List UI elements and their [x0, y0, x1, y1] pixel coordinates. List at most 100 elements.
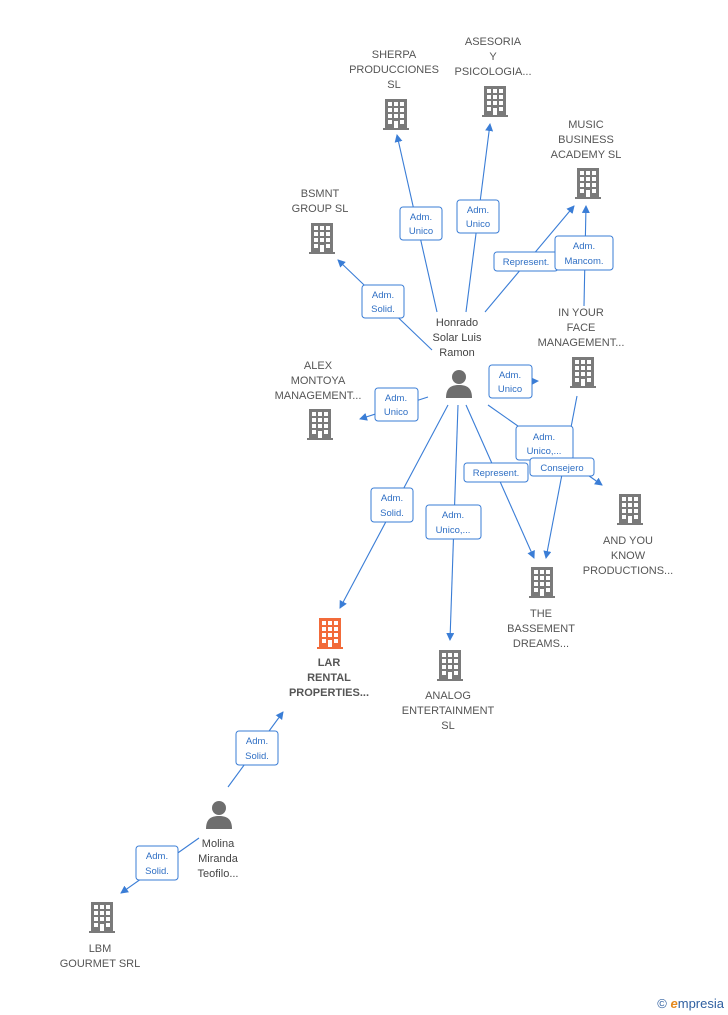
person-nodes: Honrado Solar Luis Ramon Molina Miranda …: [198, 317, 482, 880]
edge-label-text: Adm.: [385, 393, 407, 404]
copyright-symbol: ©: [657, 996, 667, 1011]
edge-label-text: Unico: [466, 219, 490, 230]
edge-label-music-mancom[interactable]: Adm. Mancom.: [554, 235, 614, 271]
company-node-inyourface[interactable]: IN YOUR FACE MANAGEMENT...: [538, 307, 625, 388]
edge-label-text: Adm.: [372, 290, 394, 301]
building-icon: [89, 902, 115, 933]
edge-line-consejero: [543, 395, 578, 559]
person-label: Molina: [202, 838, 235, 850]
building-icon: [317, 618, 343, 649]
edge-label-text: Adm.: [573, 241, 595, 252]
edge-label-text: Solid.: [371, 304, 395, 315]
person-label: Miranda: [198, 853, 239, 865]
edge-label-text: Adm.: [533, 432, 555, 443]
company-label: RENTAL: [307, 672, 351, 684]
company-node-sherpa[interactable]: SHERPA PRODUCCIONES SL: [349, 49, 439, 130]
company-label: THE: [530, 608, 552, 620]
company-label: ACADEMY SL: [551, 149, 622, 161]
edge-label-text: Unico: [384, 407, 408, 418]
edge-label-sherpa[interactable]: Adm. Unico: [399, 206, 443, 241]
edge-label-text: Consejero: [540, 463, 583, 474]
company-label: PRODUCCIONES: [349, 64, 439, 76]
edge-label-consejero[interactable]: Consejero: [529, 457, 595, 477]
building-icon: [309, 223, 335, 254]
company-node-asesoria[interactable]: ASESORIA Y PSICOLOGIA...: [454, 36, 532, 117]
company-label: Y: [489, 51, 497, 63]
person-icon: [446, 370, 472, 398]
company-label: GROUP SL: [292, 203, 349, 215]
company-label: PRODUCTIONS...: [583, 565, 673, 577]
company-label: BUSINESS: [558, 134, 614, 146]
company-node-music[interactable]: MUSIC BUSINESS ACADEMY SL: [551, 119, 622, 199]
company-label: SL: [441, 720, 454, 732]
company-node-lar[interactable]: LAR RENTAL PROPERTIES...: [289, 618, 369, 699]
company-label: LBM: [89, 943, 112, 955]
company-label: ENTERTAINMENT: [402, 705, 495, 717]
person-node-honrado[interactable]: Honrado Solar Luis Ramon: [433, 317, 482, 398]
company-label: AND YOU: [603, 535, 653, 547]
company-label: SHERPA: [372, 49, 417, 61]
building-icon: [617, 494, 643, 525]
building-icon: [575, 168, 601, 199]
edge-label-text: Solid.: [145, 866, 169, 877]
person-icon: [206, 801, 232, 829]
company-label: MONTOYA: [291, 375, 346, 387]
company-node-bsmnt[interactable]: BSMNT GROUP SL: [292, 188, 349, 254]
person-node-molina[interactable]: Molina Miranda Teofilo...: [198, 801, 239, 880]
building-icon: [307, 409, 333, 440]
company-node-lbm[interactable]: LBM GOURMET SRL: [60, 902, 140, 970]
edge-labels: Adm. Unico Adm. Unico Adm. Solid. Repres…: [135, 199, 614, 881]
company-node-bassement[interactable]: THE BASSEMENT DREAMS...: [507, 567, 575, 650]
edge-label-lar[interactable]: Adm. Solid.: [370, 487, 414, 523]
company-label: ALEX: [304, 360, 333, 372]
company-label: MANAGEMENT...: [538, 337, 625, 349]
logo-name: mpresia: [677, 996, 724, 1011]
edge-label-text: Adm.: [381, 493, 403, 504]
edge-label-text: Adm.: [410, 212, 432, 223]
edge-label-andyouknow[interactable]: Adm. Unico,...: [515, 425, 574, 461]
company-label: BSMNT: [301, 188, 340, 200]
company-label: IN YOUR: [558, 307, 604, 319]
building-icon: [570, 357, 596, 388]
building-icon: [482, 86, 508, 117]
edge-label-inyourface[interactable]: Adm. Unico: [488, 364, 533, 399]
company-label: DREAMS...: [513, 638, 569, 650]
company-label: MUSIC: [568, 119, 604, 131]
company-nodes: SHERPA PRODUCCIONES SL ASESORIA Y PSICOL…: [60, 36, 673, 970]
edge-label-alex[interactable]: Adm. Unico: [374, 387, 419, 422]
person-label: Ramon: [439, 347, 474, 359]
company-node-alex[interactable]: ALEX MONTOYA MANAGEMENT...: [275, 360, 362, 440]
edge-label-molina-lar[interactable]: Adm. Solid.: [235, 730, 279, 766]
company-label: SL: [387, 79, 400, 91]
edge-label-text: Adm.: [246, 736, 268, 747]
edge-label-bsmnt[interactable]: Adm. Solid.: [361, 284, 405, 319]
company-node-andyouknow[interactable]: AND YOU KNOW PRODUCTIONS...: [583, 494, 673, 577]
edge-label-molina-lbm[interactable]: Adm. Solid.: [135, 845, 179, 881]
edge-label-asesoria[interactable]: Adm. Unico: [456, 199, 500, 234]
company-label: LAR: [318, 657, 341, 669]
company-label: ANALOG: [425, 690, 471, 702]
edge-label-text: Unico: [498, 384, 522, 395]
empresia-logo[interactable]: © empresia: [657, 996, 724, 1011]
logo-e: e: [670, 996, 678, 1011]
building-icon: [383, 99, 409, 130]
edge-label-music-rep[interactable]: Represent.: [493, 251, 559, 272]
edge-label-analog[interactable]: Adm. Unico,...: [425, 504, 482, 540]
building-icon: [437, 650, 463, 681]
edge-label-text: Unico: [409, 226, 433, 237]
edge-label-text: Solid.: [245, 751, 269, 762]
edge-label-text: Represent.: [503, 257, 549, 268]
company-label: PROPERTIES...: [289, 687, 369, 699]
edge-label-text: Mancom.: [564, 256, 603, 267]
company-label: GOURMET SRL: [60, 958, 140, 970]
edge-label-text: Unico,...: [436, 525, 471, 536]
company-label: PSICOLOGIA...: [454, 66, 531, 78]
person-label: Honrado: [436, 317, 478, 329]
person-label: Teofilo...: [198, 868, 239, 880]
company-node-analog[interactable]: ANALOG ENTERTAINMENT SL: [402, 650, 495, 732]
edge-label-bassement-rep[interactable]: Represent.: [463, 462, 529, 483]
edge-label-text: Adm.: [442, 510, 464, 521]
edge-label-text: Adm.: [146, 851, 168, 862]
company-label: BASSEMENT: [507, 623, 575, 635]
